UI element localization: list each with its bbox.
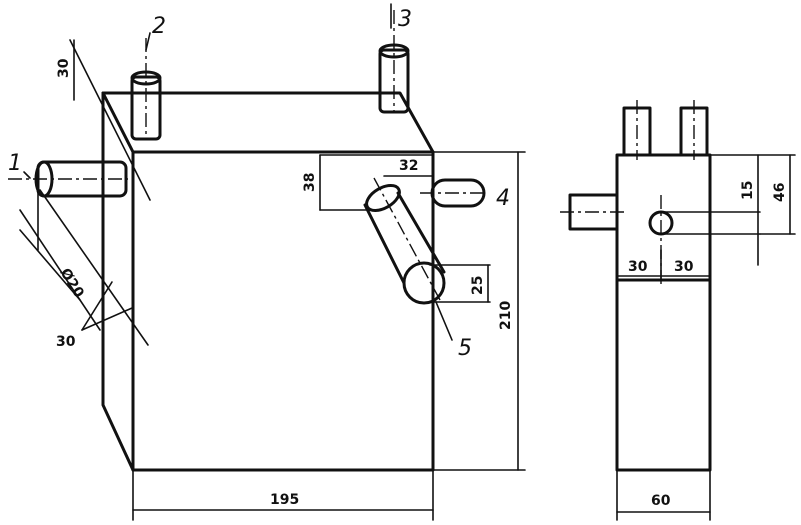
left-face-edge — [101, 91, 135, 472]
front-view: 195 210 38 32 25 — [8, 3, 526, 521]
dim-hole-25-label: 25 — [470, 276, 486, 295]
pipe-4 — [420, 178, 486, 208]
pipe-1 — [8, 160, 128, 198]
dim-diam-20: Ø20 — [19, 179, 87, 301]
dim-side-30-a-label: 30 — [628, 259, 648, 275]
dim-slot-38: 38 — [302, 154, 434, 211]
section-line-top — [69, 39, 151, 201]
dim-left-30-label: 30 — [56, 334, 76, 350]
pipe-3 — [378, 10, 410, 114]
dim-slot-38-label: 38 — [302, 173, 318, 192]
part-label-1: 1 — [8, 151, 22, 176]
dim-side-30-b-label: 30 — [674, 259, 694, 275]
part-label-4: 4 — [496, 186, 510, 211]
dim-slot-32: 32 — [383, 158, 434, 177]
side-top-stub-right — [679, 100, 709, 160]
side-top-stub-left — [622, 100, 652, 160]
dim-front-width: 195 — [132, 469, 434, 521]
dim-side-15-label: 15 — [740, 181, 756, 200]
side-port — [648, 195, 761, 285]
side-view: 60 30 30 15 46 — [560, 100, 796, 521]
part-label-5: 5 — [458, 336, 472, 361]
dim-front-width-label: 195 — [270, 492, 299, 508]
side-body — [615, 153, 712, 472]
dim-top-30: 30 — [56, 39, 75, 101]
top-face-edge — [101, 91, 435, 154]
section-line-left-2 — [39, 189, 149, 346]
dim-side-width-label: 60 — [651, 493, 671, 509]
dim-left-30: 30 — [56, 281, 133, 350]
dim-front-height: 210 — [432, 151, 526, 471]
dim-side-30-30: 30 30 — [616, 249, 711, 281]
dim-diam-20-label: Ø20 — [57, 266, 87, 301]
pipe-2 — [130, 38, 162, 141]
part-label-2: 2 — [152, 14, 166, 39]
dim-side-46-label: 46 — [772, 183, 788, 202]
pipe-5 — [363, 177, 446, 305]
dim-side-46: 46 — [709, 154, 796, 235]
dim-top-30-label: 30 — [56, 58, 72, 78]
dim-side-15: 15 — [740, 154, 759, 266]
section-line-left-1 — [19, 209, 101, 331]
part-label-3: 3 — [398, 7, 412, 32]
dim-hole-25: 25 — [429, 264, 491, 303]
front-face — [131, 150, 435, 472]
dim-slot-32-label: 32 — [399, 158, 418, 174]
side-left-stub — [560, 193, 625, 231]
dim-front-height-label: 210 — [498, 301, 514, 330]
dim-side-width: 60 — [616, 469, 711, 521]
